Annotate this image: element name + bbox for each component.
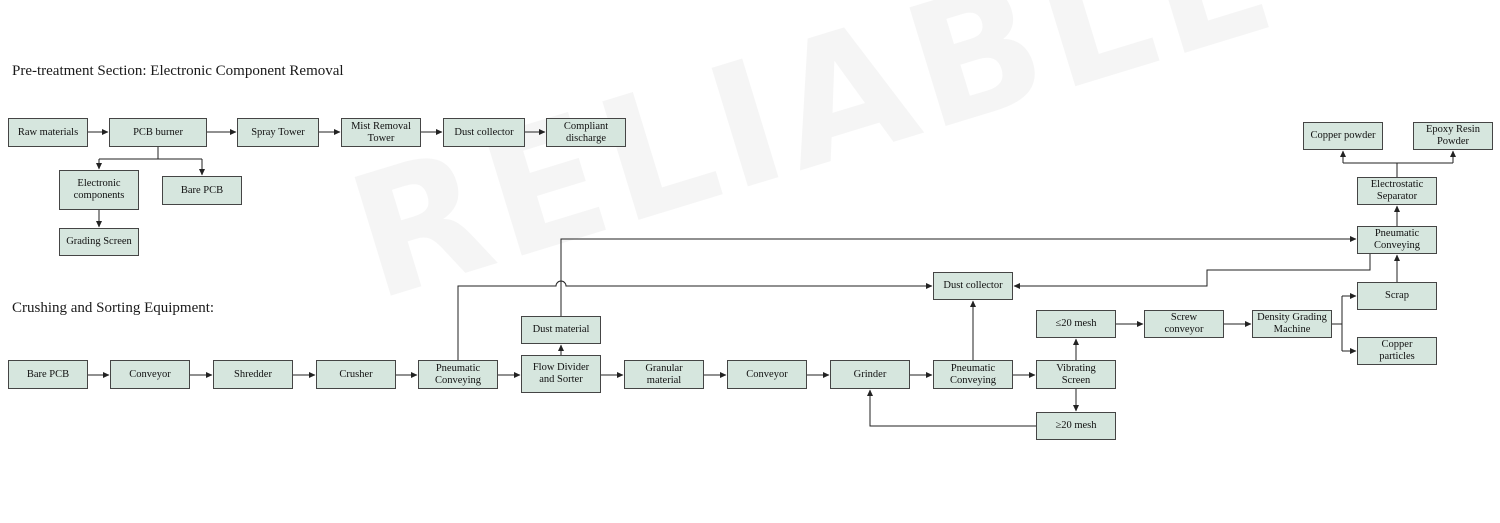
node-compliant-discharge: Compliant discharge bbox=[546, 118, 626, 147]
node-conveyor-2: Conveyor bbox=[727, 360, 807, 389]
node-dust-material: Dust material bbox=[521, 316, 601, 344]
node-pcb-burner: PCB burner bbox=[109, 118, 207, 147]
pretreatment-section-title: Pre-treatment Section: Electronic Compon… bbox=[12, 63, 344, 79]
node-dust-collector: Dust collector bbox=[933, 272, 1013, 300]
node-conveyor-1: Conveyor bbox=[110, 360, 190, 389]
node-spray-tower: Spray Tower bbox=[237, 118, 319, 147]
node-vibrating-screen: Vibrating Screen bbox=[1036, 360, 1116, 389]
node-copper-powder: Copper powder bbox=[1303, 122, 1383, 150]
node-pneumatic-conveying-2: Pneumatic Conveying bbox=[933, 360, 1013, 389]
node-scrap: Scrap bbox=[1357, 282, 1437, 310]
node-dust-collector-pretreatment: Dust collector bbox=[443, 118, 525, 147]
node-electronic-components: Electronic components bbox=[59, 170, 139, 210]
node-density-grading-machine: Density Grading Machine bbox=[1252, 310, 1332, 338]
node-mesh-ge-20: ≥20 mesh bbox=[1036, 412, 1116, 440]
node-electrostatic-separator: Electrostatic Separator bbox=[1357, 177, 1437, 205]
node-epoxy-resin-powder: Epoxy Resin Powder bbox=[1413, 122, 1493, 150]
node-grading-screen: Grading Screen bbox=[59, 228, 139, 256]
node-mist-removal-tower: Mist Removal Tower bbox=[341, 118, 421, 147]
connector-arrow bbox=[560, 236, 1357, 316]
node-screw-conveyor: Screw conveyor bbox=[1144, 310, 1224, 338]
node-bare-pcb-pretreatment: Bare PCB bbox=[162, 176, 242, 205]
node-grinder: Grinder bbox=[830, 360, 910, 389]
node-crusher: Crusher bbox=[316, 360, 396, 389]
connector-arrow bbox=[1013, 254, 1371, 289]
node-mesh-le-20: ≤20 mesh bbox=[1036, 310, 1116, 338]
node-pneumatic-conveying-3: Pneumatic Conveying bbox=[1357, 226, 1437, 254]
node-granular-material: Granular material bbox=[624, 360, 704, 389]
node-pneumatic-conveying-1: Pneumatic Conveying bbox=[418, 360, 498, 389]
connector-arrow bbox=[457, 280, 933, 360]
connector-arrow bbox=[867, 389, 1036, 427]
node-copper-particles: Copper particles bbox=[1357, 337, 1437, 365]
node-shredder: Shredder bbox=[213, 360, 293, 389]
node-flow-divider-sorter: Flow Divider and Sorter bbox=[521, 355, 601, 393]
node-raw-materials: Raw materials bbox=[8, 118, 88, 147]
crushing-section-title: Crushing and Sorting Equipment: bbox=[12, 300, 215, 316]
node-bare-pcb: Bare PCB bbox=[8, 360, 88, 389]
